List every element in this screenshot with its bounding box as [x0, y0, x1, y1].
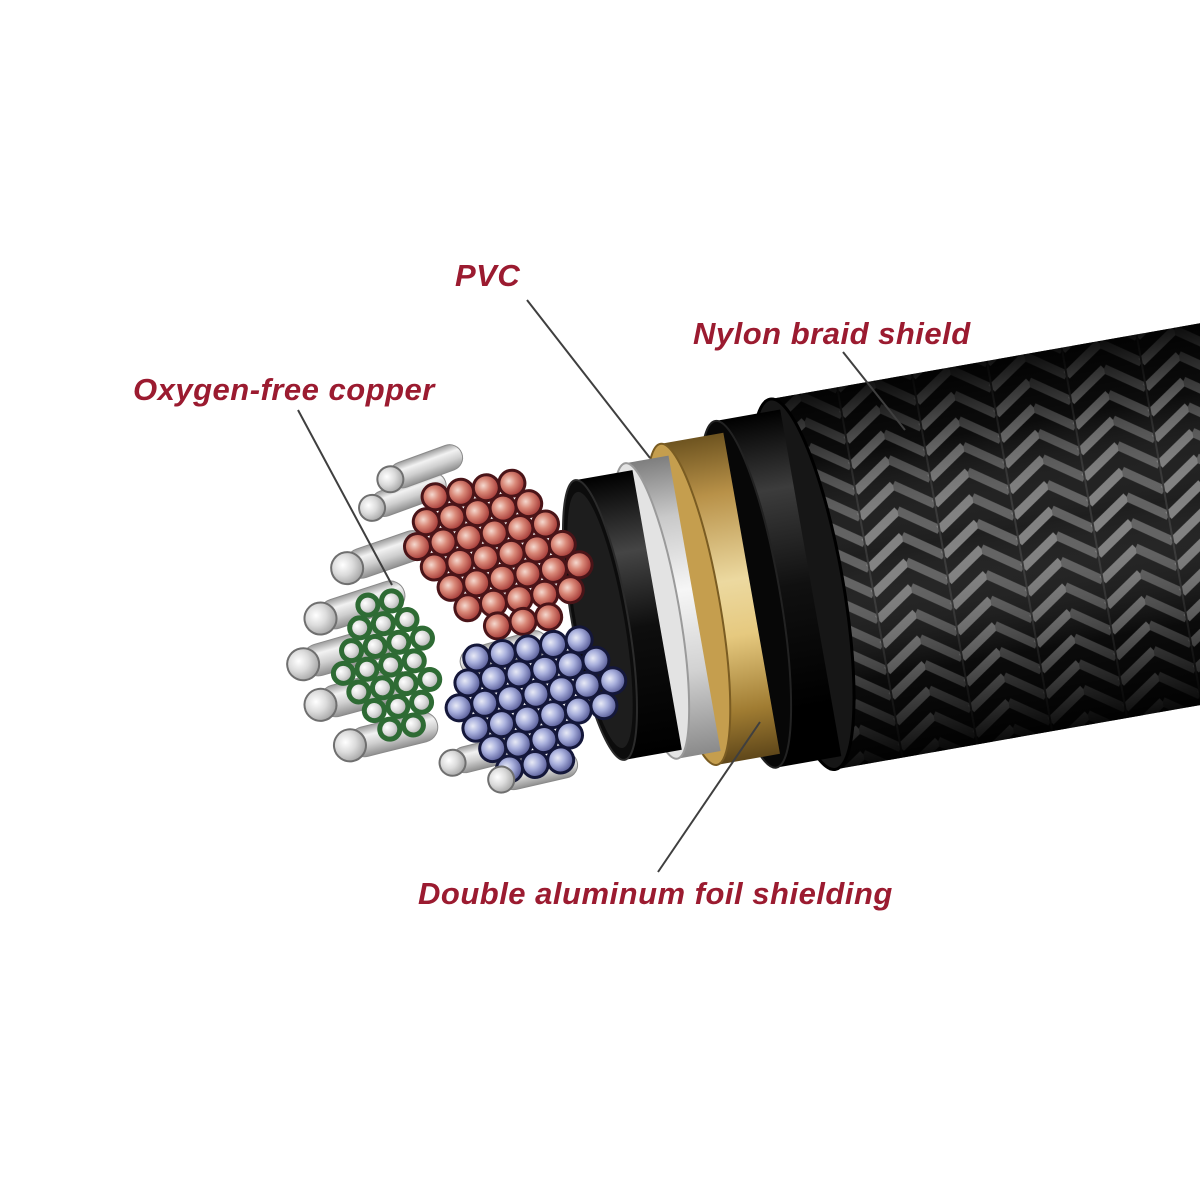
- cable-body: [283, 302, 1200, 796]
- leader-line-foil: [657, 721, 761, 873]
- leader-line-pvc: [526, 299, 651, 459]
- label-oxygen-free-copper: Oxygen-free copper: [133, 372, 435, 407]
- leader-line-nylon: [842, 351, 906, 431]
- leader-line-copper: [297, 409, 393, 586]
- label-double-aluminum-foil-shielding: Double aluminum foil shielding: [418, 876, 893, 911]
- label-pvc: PVC: [455, 258, 521, 293]
- leader-lines: [297, 299, 906, 873]
- label-nylon-braid-shield: Nylon braid shield: [693, 316, 971, 351]
